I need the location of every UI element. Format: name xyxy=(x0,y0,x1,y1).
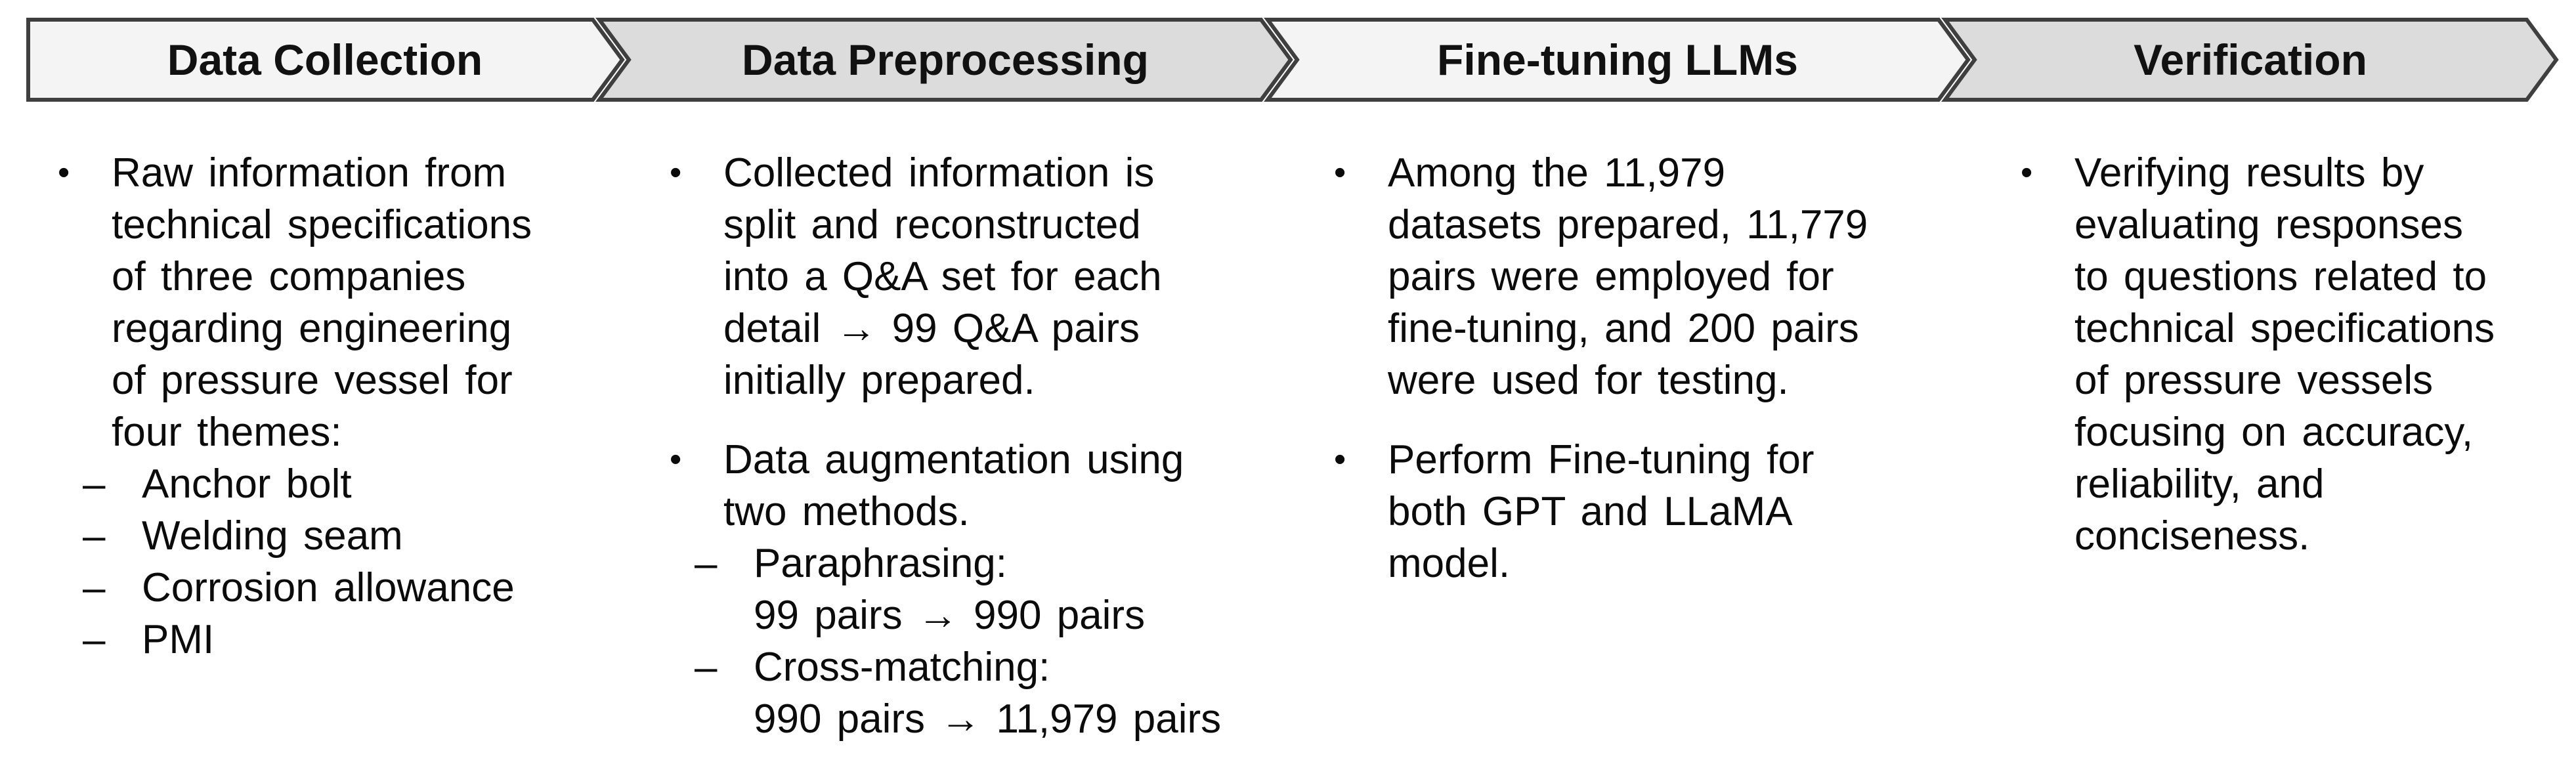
text-line: Paraphrasing: xyxy=(754,541,1008,586)
text-lines: Collected information is split and recons… xyxy=(723,147,1162,406)
stage-title-fine-tuning-llms: Fine-tuning LLMs xyxy=(1437,35,1798,84)
text-lines: Corrosion allowance xyxy=(142,562,515,614)
text-line: split and reconstructed xyxy=(723,202,1141,247)
list-item: –Welding seam xyxy=(83,510,532,562)
list-item: –Corrosion allowance xyxy=(83,562,532,614)
text-line: datasets prepared, 11,779 xyxy=(1388,202,1868,247)
text-lines: Raw information from technical specificat… xyxy=(112,147,532,458)
list-item: • Verifying results by evaluating response… xyxy=(2021,147,2495,562)
stage-banner: Data Collection Data Preprocessing Fine-… xyxy=(26,18,2559,102)
list-item: • Among the 11,979 datasets prepared, 11,7… xyxy=(1334,147,1868,406)
text-line: were used for testing. xyxy=(1388,358,1789,403)
text-line: focusing on accuracy, xyxy=(2074,410,2474,455)
text-line: technical specifications xyxy=(2074,306,2495,351)
list-item: • Collected information is split and recon… xyxy=(670,147,1221,406)
stage-column-data-preprocessing: • Collected information is split and recon… xyxy=(670,147,1221,745)
bullet-marker: • xyxy=(1334,154,1346,192)
text-lines: Anchor bolt xyxy=(142,458,352,510)
dash-marker: – xyxy=(83,513,106,559)
list-item: • Perform Fine-tuning for both GPT and LLa… xyxy=(1334,434,1868,589)
text-line: model. xyxy=(1388,541,1511,586)
stage-title-data-collection: Data Collection xyxy=(167,35,483,84)
list-item: • Data augmentation using two methods. xyxy=(670,434,1221,538)
text-line: of pressure vessel for xyxy=(112,358,513,403)
text-line: Perform Fine-tuning for xyxy=(1388,437,1814,482)
text-lines: Data augmentation using two methods. xyxy=(723,434,1184,538)
text-line: fine-tuning, and 200 pairs xyxy=(1388,306,1859,351)
text-line: of pressure vessels xyxy=(2074,358,2434,403)
bullet-marker: • xyxy=(670,440,682,478)
text-line: of three companies xyxy=(112,254,466,299)
list-item: –Anchor bolt xyxy=(83,458,532,510)
text-line: pairs were employed for xyxy=(1388,254,1834,299)
text-lines: PMI xyxy=(142,614,214,666)
text-line: Verifying results by xyxy=(2074,150,2424,196)
text-lines: Perform Fine-tuning for both GPT and LLaM… xyxy=(1388,434,1814,589)
stage-title-verification: Verification xyxy=(2134,35,2367,84)
text-line: Data augmentation using xyxy=(723,437,1184,482)
bullet-marker: • xyxy=(58,154,70,192)
bullet-marker: • xyxy=(2021,154,2033,192)
text-line: four themes: xyxy=(112,410,342,455)
stage-column-data-collection: • Raw information from technical specifica… xyxy=(58,147,532,666)
text-line: two methods. xyxy=(723,489,970,534)
text-line: 99 pairs → 990 pairs xyxy=(754,593,1146,638)
dash-marker: – xyxy=(695,645,718,690)
stage-column-fine-tuning-llms: • Among the 11,979 datasets prepared, 11,7… xyxy=(1334,147,1868,589)
text-line: technical specifications xyxy=(112,202,532,247)
text-line: regarding engineering xyxy=(112,306,512,351)
text-line: reliability, and xyxy=(2074,461,2325,507)
bullet-marker: • xyxy=(1334,440,1346,478)
text-line: Cross-matching: xyxy=(754,645,1050,690)
text-lines: Welding seam xyxy=(142,510,403,562)
stage-title-data-preprocessing: Data Preprocessing xyxy=(742,35,1149,84)
text-line: 990 pairs → 11,979 pairs xyxy=(754,696,1222,742)
text-line: Raw information from xyxy=(112,150,507,196)
text-lines: Verifying results by evaluating responses… xyxy=(2074,147,2495,562)
list-item: –Paraphrasing: 99 pairs → 990 pairs xyxy=(695,538,1221,641)
text-lines: Among the 11,979 datasets prepared, 11,77… xyxy=(1388,147,1868,406)
list-item: –PMI xyxy=(83,614,532,666)
dash-marker: – xyxy=(695,541,718,586)
stage-arrow-data-preprocessing xyxy=(595,18,1293,102)
dash-marker: – xyxy=(83,565,106,610)
text-line: both GPT and LLaMA xyxy=(1388,489,1793,534)
text-lines: Cross-matching: 990 pairs → 11,979 pairs xyxy=(754,641,1221,745)
text-line: to questions related to xyxy=(2074,254,2487,299)
bullet-marker: • xyxy=(670,154,682,192)
text-line: PMI xyxy=(142,617,215,662)
text-line: Collected information is xyxy=(723,150,1155,196)
text-line: Anchor bolt xyxy=(142,461,352,507)
stage-arrow-verification xyxy=(1941,18,2559,102)
text-line: Among the 11,979 xyxy=(1388,150,1726,196)
stage-arrow-data-collection xyxy=(26,18,625,102)
text-lines: Paraphrasing: 99 pairs → 990 pairs xyxy=(754,538,1145,641)
text-line: Welding seam xyxy=(142,513,403,559)
text-line: into a Q&A set for each xyxy=(723,254,1162,299)
text-line: Corrosion allowance xyxy=(142,565,515,610)
text-line: initially prepared. xyxy=(723,358,1035,403)
text-line: detail → 99 Q&A pairs xyxy=(723,306,1140,351)
list-item: • Raw information from technical specifica… xyxy=(58,147,532,458)
stage-column-verification: • Verifying results by evaluating response… xyxy=(2021,147,2495,562)
dash-marker: – xyxy=(83,461,106,507)
text-line: conciseness. xyxy=(2074,513,2310,559)
dash-marker: – xyxy=(83,617,106,662)
list-item: –Cross-matching: 990 pairs → 11,979 pairs xyxy=(695,641,1221,745)
stage-arrow-fine-tuning-llms xyxy=(1264,18,1971,102)
text-line: evaluating responses xyxy=(2074,202,2463,247)
